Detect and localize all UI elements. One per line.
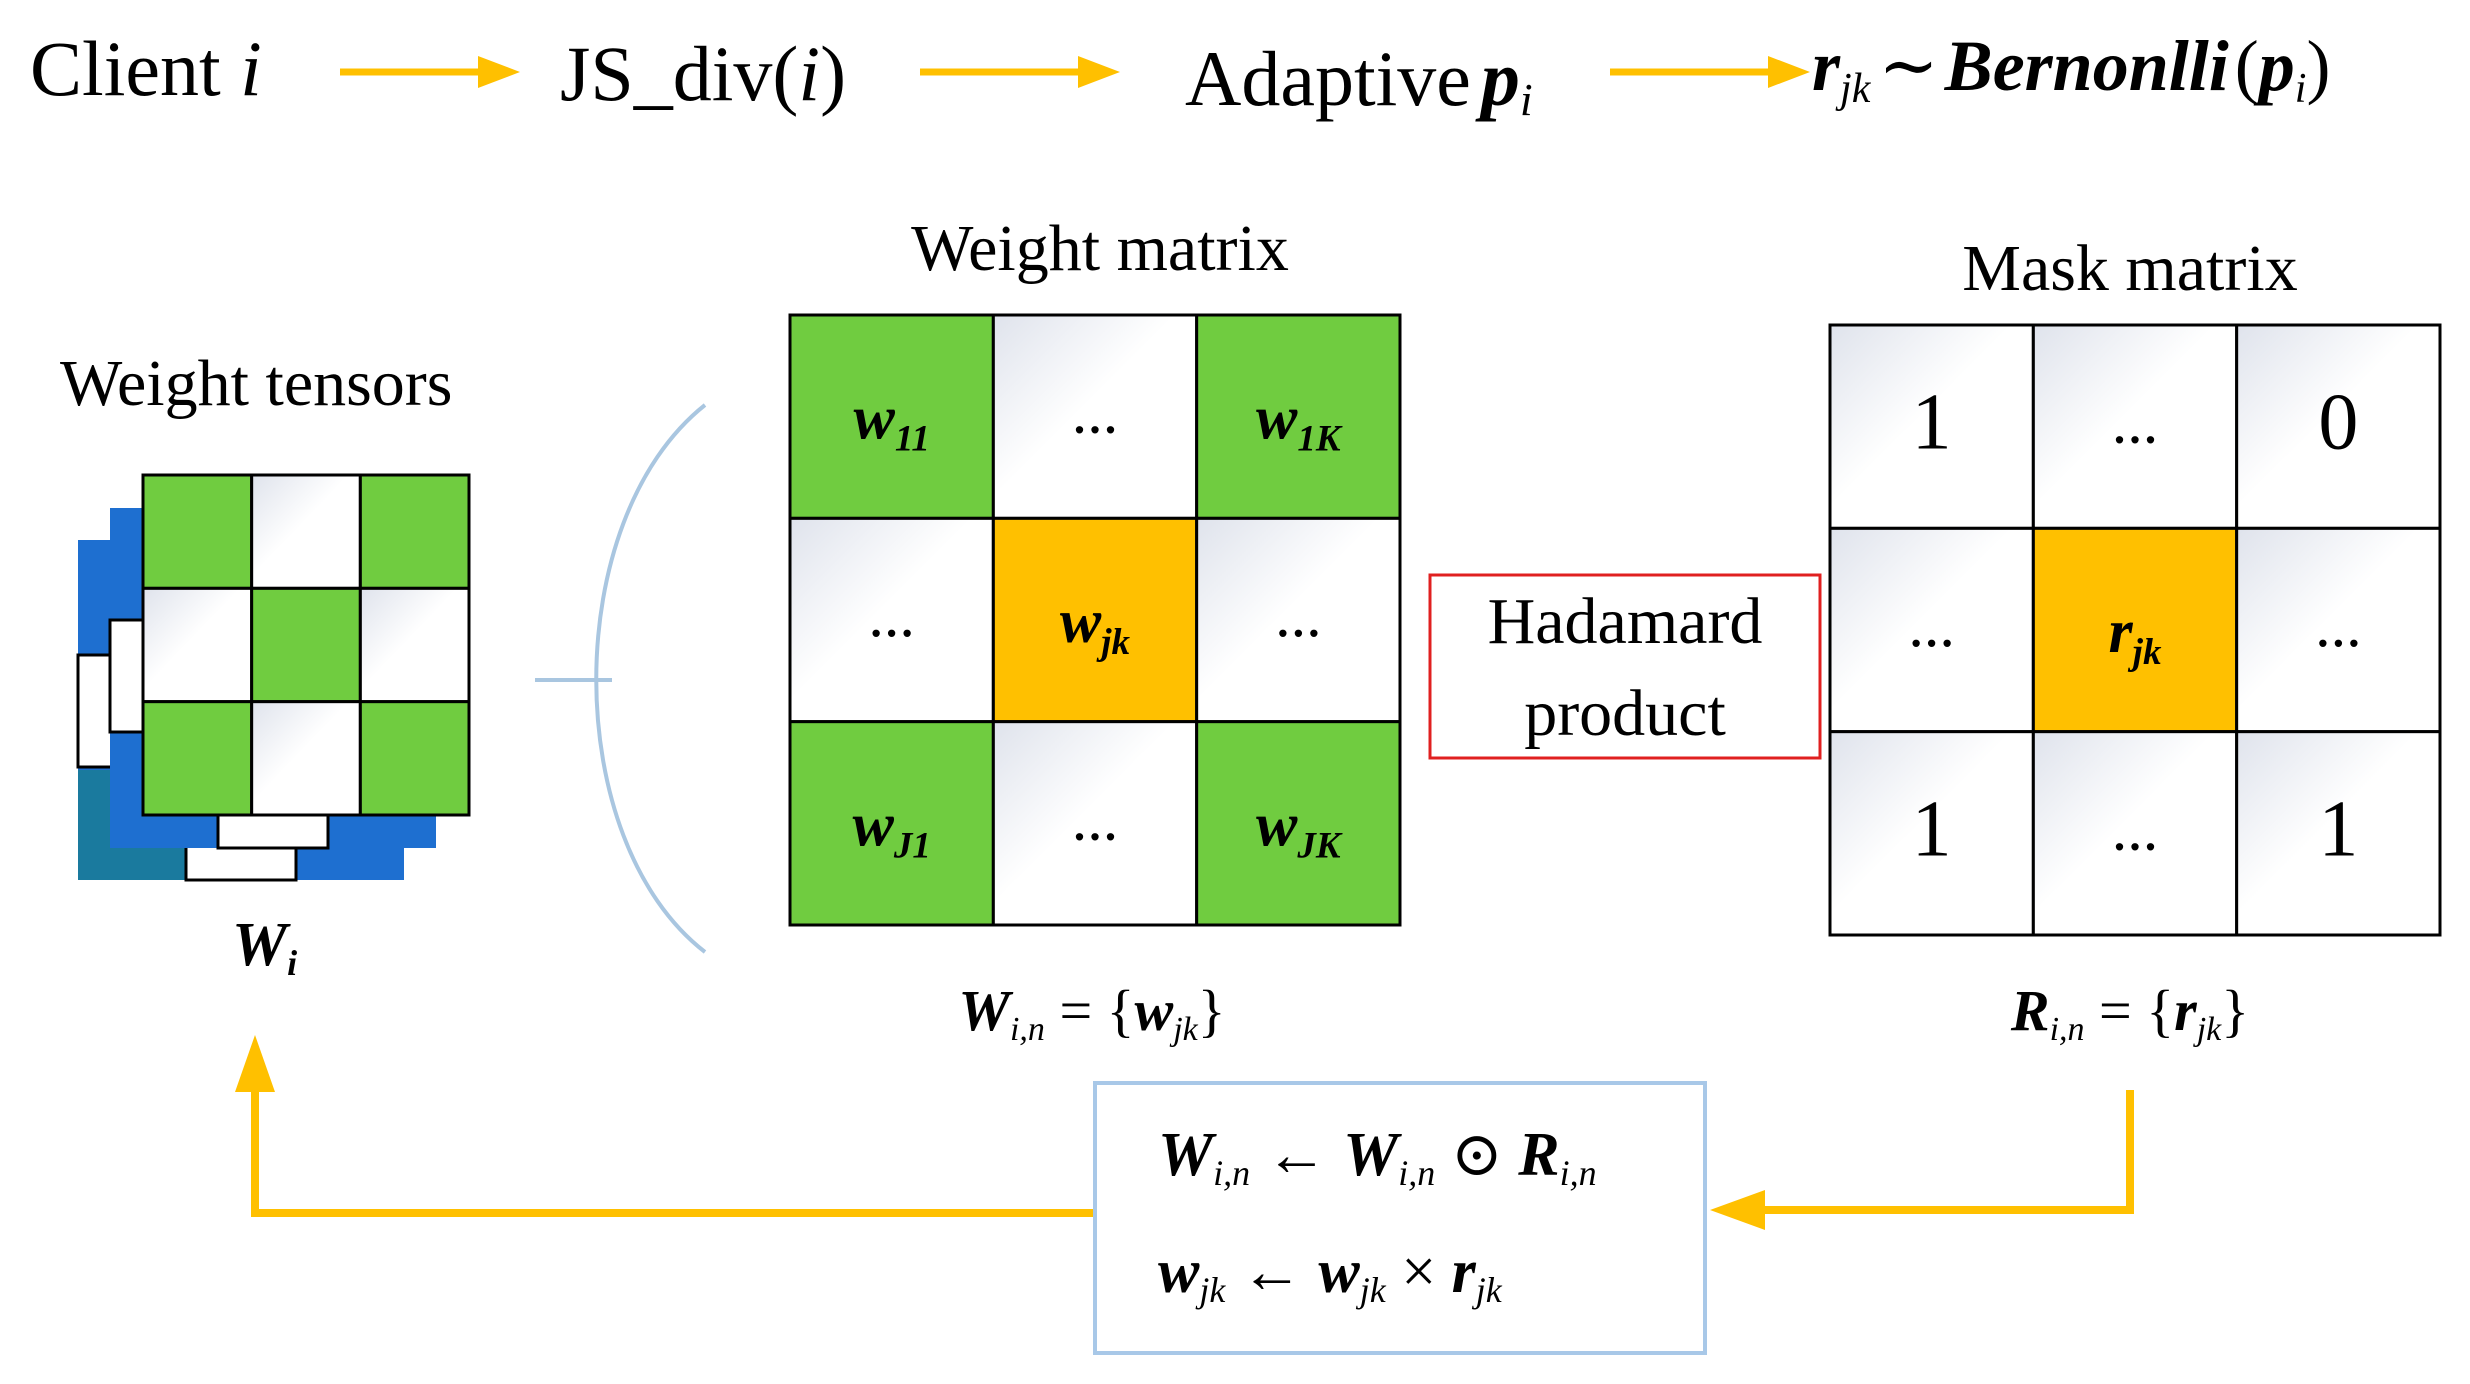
weight-tensors: Weight tensors Wi — [60, 347, 471, 983]
tensor-cell — [141, 586, 254, 704]
mask-matrix-cell-label: 1 — [1912, 379, 1952, 467]
mask-matrix-cell-label: 1 — [2318, 785, 2358, 873]
flow-client: Client i — [30, 25, 262, 112]
mask-matrix-cell — [2235, 323, 2442, 530]
tensor-cell — [141, 700, 254, 817]
weight-matrix-cell-label: wJK — [1256, 791, 1343, 866]
flow-arrow-2 — [920, 56, 1120, 88]
hadamard-line1: Hadamard — [1488, 585, 1763, 658]
weight-matrix-cell-label: ... — [1275, 582, 1322, 650]
tensor-cell — [250, 700, 362, 817]
mask-matrix-cell — [2031, 730, 2239, 937]
weight-matrix-caption: Wi,n = {wjk} — [958, 978, 1225, 1048]
mask-matrix-cell — [1828, 526, 2035, 734]
weight-matrix: Weight matrix w11... w1K... wjk... wJ1... wJ… — [788, 212, 1402, 1048]
weight-matrix-title: Weight matrix — [911, 212, 1289, 285]
weight-matrix-cell-label: ... — [1072, 379, 1119, 447]
mask-matrix-cell — [1828, 730, 2035, 937]
mask-matrix-cell-label: ... — [1908, 592, 1955, 660]
update-eq-elements: wjk ← wjk × rjk — [1158, 1238, 1503, 1310]
feedback-arrows — [235, 1035, 2134, 1230]
weight-matrix-cell-label: wjk — [1060, 588, 1131, 663]
tensor-cell — [250, 586, 362, 704]
tensors-label: Wi — [232, 911, 297, 983]
tensor-to-matrix-connector — [535, 403, 707, 954]
tensors-title: Weight tensors — [60, 347, 452, 420]
flow-arrow-3 — [1610, 56, 1810, 88]
hadamard-box: Hadamard product — [1428, 573, 1822, 760]
tensor-layer-front — [141, 473, 471, 817]
flow-js-div: JS_div(i) — [560, 30, 846, 117]
mask-matrix-cell — [2235, 526, 2442, 734]
update-eq-weights: Wi,n ← Wi,n ⊙ Ri,n — [1158, 1121, 1597, 1193]
mask-matrix-cell-label: ... — [2112, 795, 2159, 863]
arrow-mask-to-update — [1760, 1090, 2134, 1214]
update-box: Wi,n ← Wi,n ⊙ Ri,n wjk ← wjk × rjk — [1093, 1081, 1707, 1355]
weight-matrix-cell — [1195, 313, 1402, 520]
mask-matrix-title: Mask matrix — [1962, 232, 2297, 305]
mask-matrix-cell — [2031, 526, 2239, 734]
flow-bernoulli: rjk∼Bernonlli(pi) — [1812, 26, 2330, 112]
weight-matrix-cell — [1195, 516, 1402, 724]
tensor-cell — [358, 586, 471, 704]
mask-matrix: Mask matrix 1... 0... rjk... 1... 1 Ri,n = {… — [1828, 232, 2442, 1048]
mask-matrix-caption: Ri,n = {rjk} — [2010, 978, 2249, 1048]
weight-matrix-cell-label: w1K — [1256, 385, 1343, 460]
weight-matrix-cell — [991, 516, 1199, 724]
weight-matrix-cell — [788, 720, 995, 927]
weight-matrix-cell-label: ... — [1072, 785, 1119, 853]
weight-matrix-cell-label: ... — [868, 582, 915, 650]
mask-matrix-cell-label: 1 — [1912, 785, 1952, 873]
mask-matrix-grid: 1... 0... rjk... 1... 1 — [1828, 323, 2442, 937]
weight-matrix-cell-label: wJ1 — [852, 791, 930, 866]
tensor-cell — [141, 473, 254, 590]
hadamard-line2: product — [1524, 677, 1726, 750]
mask-matrix-cell-label: ... — [2315, 592, 2362, 660]
tensor-cell — [358, 473, 471, 590]
weight-matrix-cell-label: w11 — [854, 385, 930, 460]
mask-matrix-cell-label: ... — [2112, 389, 2159, 457]
arrow-update-to-tensors — [251, 1090, 1095, 1217]
mask-matrix-cell — [2235, 730, 2442, 937]
weight-matrix-cell — [788, 516, 995, 724]
bracket — [594, 403, 707, 954]
tensor-cell — [358, 700, 471, 817]
weight-matrix-cell — [991, 313, 1199, 520]
weight-matrix-grid: w11... w1K... wjk... wJ1... wJK — [788, 313, 1402, 927]
mask-matrix-cell-label: rjk — [2109, 598, 2162, 673]
tensor-cell — [250, 473, 362, 590]
mask-matrix-cell — [2031, 323, 2239, 530]
flow-arrow-1 — [340, 56, 520, 88]
weight-matrix-cell — [1195, 720, 1402, 927]
mask-matrix-cell-label: 0 — [2318, 379, 2358, 467]
